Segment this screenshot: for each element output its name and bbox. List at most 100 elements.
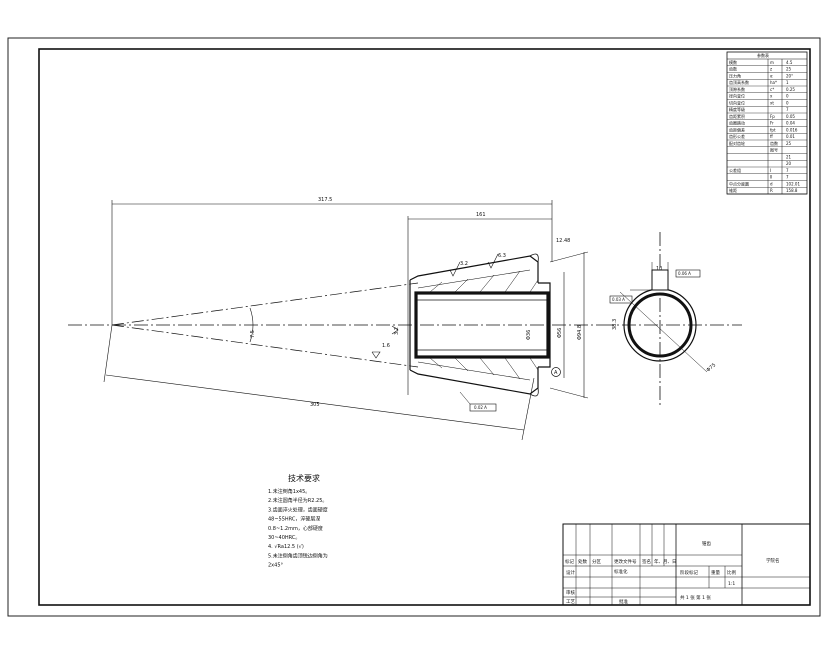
- params-cell-symbol: z: [770, 67, 772, 72]
- pitch-line-top: [111, 282, 419, 326]
- params-cell-value: 7: [786, 168, 789, 173]
- params-cell-name: 模数: [729, 59, 737, 65]
- title-block-row1: 标记处数分区 更改文件号签名年、月、日: [565, 558, 677, 565]
- params-cell-value: 7: [786, 107, 789, 112]
- svg-text:A: A: [554, 370, 558, 376]
- params-cell-symbol: R: [770, 188, 773, 193]
- params-cell-name: 齿顶高系数: [729, 79, 749, 85]
- svg-text:0.03 A: 0.03 A: [612, 297, 625, 302]
- tb-approve: 批准: [619, 598, 628, 605]
- dim-angle: 7.5: [250, 330, 256, 338]
- params-cell-value: 7: [786, 175, 789, 180]
- roughness-symbol-3: 1.6: [371, 343, 390, 359]
- tech-note-line: 2x45°: [268, 563, 284, 569]
- part-name: 锥齿: [702, 540, 711, 547]
- school-name: 学院名: [766, 557, 780, 564]
- params-cell-value: 20: [786, 161, 792, 166]
- params-cell-name: 精度等级: [729, 106, 745, 112]
- tb-weight: 重量: [711, 569, 720, 576]
- tech-note-line: 1.未注倒角1x45。: [268, 488, 310, 495]
- tolerance-frame-pos: 0.03 A: [609, 295, 633, 304]
- params-cell-name: 配对齿轮: [729, 140, 745, 146]
- tb-scale: 比例: [727, 569, 736, 576]
- params-cell-symbol: d: [770, 181, 773, 186]
- svg-text:1.6: 1.6: [382, 343, 390, 349]
- params-cell-symbol: fpt: [770, 127, 776, 132]
- params-cell-value: 0.01: [786, 134, 795, 139]
- tech-note-line: 4. √Ra12.5 (√): [268, 544, 304, 550]
- svg-text:3.2: 3.2: [460, 261, 468, 267]
- params-cell-value: 0.04: [786, 121, 795, 126]
- params-cell-name: 径向变位: [729, 93, 745, 99]
- dim-line-bottom: [105, 374, 525, 431]
- params-cell-value: 0.25: [786, 87, 795, 92]
- angle-arc: [249, 307, 254, 343]
- tech-title: 技术要求: [288, 473, 320, 483]
- params-cell-name: 齿距累积: [729, 113, 745, 119]
- dim-keyway: 10: [656, 266, 662, 272]
- params-cell-value: 0.05: [786, 114, 795, 119]
- title-block-header: 标记: [565, 558, 574, 565]
- params-cell-value: 102.01: [786, 181, 800, 186]
- params-cell-symbol: II: [770, 175, 772, 180]
- params-cell-symbol: m: [770, 60, 774, 65]
- params-cell-value: 21: [786, 154, 792, 159]
- params-cell-name: 顶隙系数: [729, 86, 745, 92]
- ext-bottom-left: [103, 324, 113, 383]
- tolerance-frame-sym: 0.06 A: [675, 269, 701, 278]
- params-cell-name: 齿圈跳动: [729, 120, 745, 126]
- params-cell-symbol: ha*: [770, 80, 777, 85]
- pitch-line-bottom: [111, 324, 419, 368]
- params-cell-name: 齿形公差: [729, 133, 745, 139]
- params-cell-name: 齿距偏差: [729, 126, 745, 132]
- title-block-header: 分区: [592, 558, 601, 565]
- params-cell-name: 压力角: [729, 72, 741, 78]
- params-cell-value: 0.016: [786, 127, 798, 132]
- svg-text:6.3: 6.3: [498, 253, 506, 259]
- params-cell-symbol: α: [770, 73, 773, 78]
- params-cell-name: 锥距: [729, 187, 737, 193]
- params-cell-symbol: xt: [770, 100, 774, 105]
- roughness-symbol-2: 6.3: [487, 253, 506, 269]
- params-cell-name: 中点分度圆: [729, 180, 749, 186]
- title-block: [562, 523, 811, 606]
- ext-bottom-right: [521, 377, 535, 441]
- tech-note-line: 5.未注倒角齿顶锐边倒角为: [268, 552, 328, 559]
- tb-stage: 阶段标记: [680, 569, 698, 576]
- params-cell-value: 0: [786, 94, 789, 99]
- inner-frame: [38, 48, 811, 606]
- dim-cone-distance: 317.5: [318, 197, 332, 203]
- section-view: [619, 262, 708, 373]
- params-cell-value: 1: [786, 80, 789, 85]
- params-cell-symbol: 齿数: [770, 140, 778, 146]
- svg-text:0.06 A: 0.06 A: [678, 271, 691, 276]
- params-cell-symbol: 图号: [770, 147, 778, 153]
- tech-note-line: 2.未注圆角半径为R2.25。: [268, 497, 327, 504]
- tb-sheets: 共 1 张 第 1 张: [680, 594, 711, 601]
- tolerance-frame-bottom: 0.02 A: [459, 391, 497, 412]
- tech-notes: 1.未注倒角1x45。2.未注圆角半径为R2.25。3.齿面淬火处理，齿面硬度 …: [268, 488, 328, 569]
- tb-review: 审核: [566, 589, 575, 596]
- title-block-header: 更改文件号: [614, 558, 637, 565]
- title-block-header: 签名: [642, 558, 651, 565]
- tb-design: 设计: [566, 569, 575, 576]
- params-cell-symbol: Fp: [770, 114, 775, 119]
- svg-text:3.2: 3.2: [394, 327, 400, 335]
- params-cell-value: 25: [786, 67, 792, 72]
- dim-od-small: Φ56: [557, 328, 563, 338]
- tech-note-line: 0.8~1.2mm，心部硬度: [268, 525, 323, 532]
- title-block-header: 年、月、日: [654, 558, 677, 565]
- params-cell-symbol: x: [770, 94, 773, 99]
- dim-bore: Φ36: [526, 330, 532, 340]
- dim-od-large: Φ94.8: [577, 325, 583, 340]
- params-cell-value: 4.5: [786, 60, 793, 65]
- params-cell-symbol: c*: [770, 87, 774, 92]
- dim-keyway-depth: 38.3: [612, 319, 618, 330]
- title-block-header: 处数: [578, 558, 587, 565]
- dim-bottom-length: 305: [310, 402, 320, 408]
- params-cell-name: 齿数: [729, 66, 737, 72]
- svg-text:0.02 A: 0.02 A: [474, 405, 487, 410]
- params-cell-value: 25: [786, 141, 792, 146]
- tech-note-line: 3.齿面淬火处理，齿面硬度: [268, 506, 328, 513]
